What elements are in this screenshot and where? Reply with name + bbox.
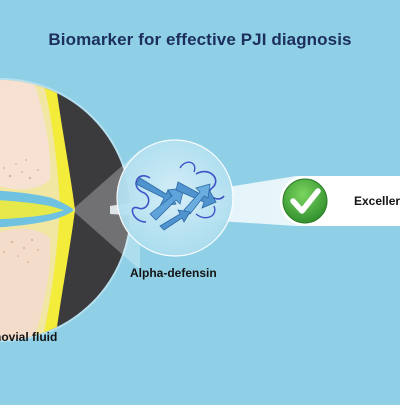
result-label: Exceller bbox=[354, 194, 400, 208]
synovial-space bbox=[0, 189, 74, 229]
tibia-bone bbox=[0, 228, 51, 340]
biomarker-label: Alpha-defensin bbox=[130, 266, 217, 280]
alpha-defensin-protein-icon bbox=[116, 139, 234, 257]
sample-label: novial fluid bbox=[0, 330, 58, 344]
femur-bone bbox=[0, 80, 51, 190]
check-mark-icon bbox=[280, 176, 330, 226]
page-title: Biomarker for effective PJI diagnosis bbox=[48, 30, 352, 49]
